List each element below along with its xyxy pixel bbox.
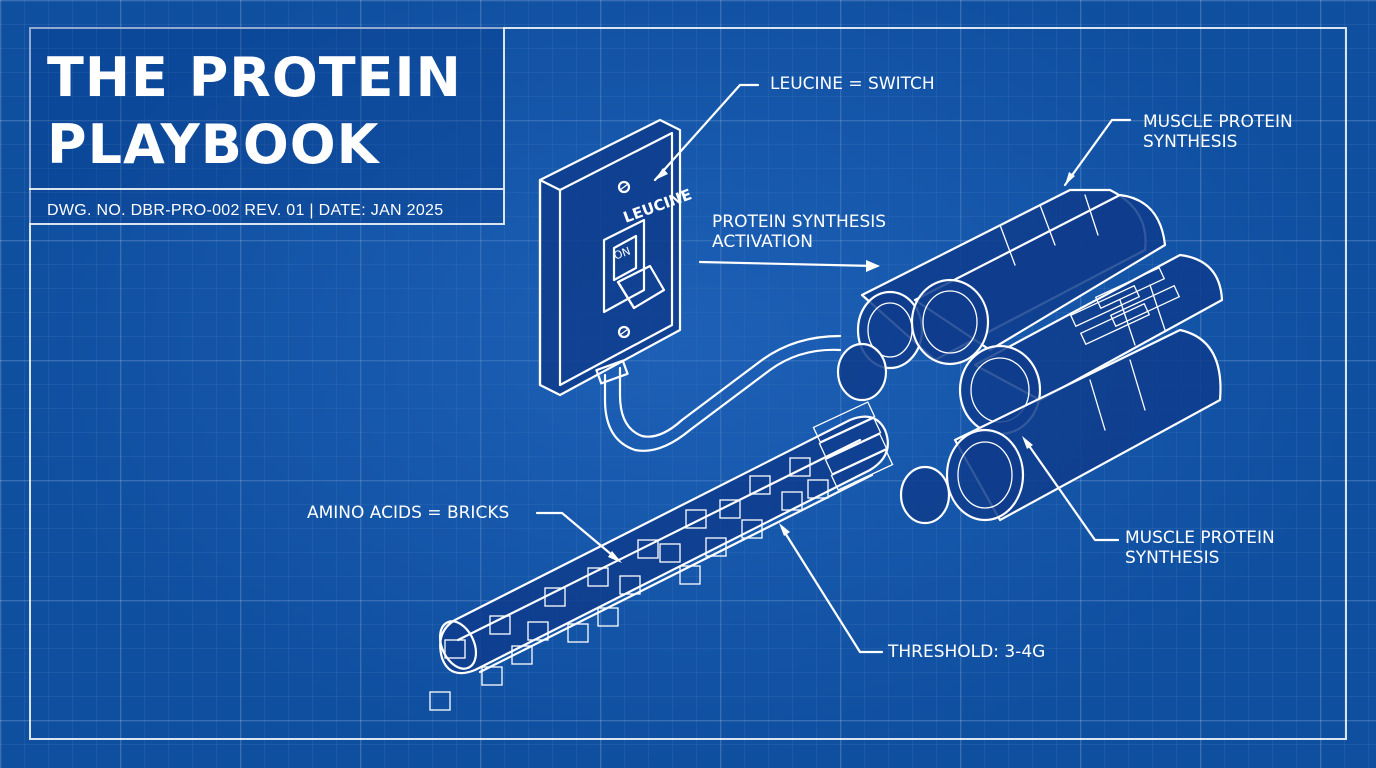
leucine-switch xyxy=(538,118,842,452)
mps-top-line-2: SYNTHESIS xyxy=(1143,131,1238,152)
title-line-1: THE PROTEIN xyxy=(47,46,462,109)
mps-bottom-line-1: MUSCLE PROTEIN xyxy=(1125,528,1275,548)
mps-bottom-line-2: SYNTHESIS xyxy=(1125,547,1220,568)
drawing-frame xyxy=(29,27,1347,740)
title-line-2: PLAYBOOK xyxy=(47,113,380,176)
activation-line-2: ACTIVATION xyxy=(712,231,813,252)
mps-top-annotation: MUSCLE PROTEIN SYNTHESIS xyxy=(1143,112,1293,152)
amino-acid-tube xyxy=(429,401,894,711)
leucine-annotation: LEUCINE = SWITCH xyxy=(770,74,935,94)
title-block: THE PROTEIN PLAYBOOK DWG. NO. DBR-PRO-00… xyxy=(29,27,505,225)
title-divider xyxy=(29,188,503,190)
mps-bottom-annotation: MUSCLE PROTEIN SYNTHESIS xyxy=(1125,528,1275,568)
threshold-annotation: THRESHOLD: 3-4G xyxy=(888,642,1046,662)
activation-line-1: PROTEIN SYNTHESIS xyxy=(712,212,887,232)
mps-top-line-1: MUSCLE PROTEIN xyxy=(1143,112,1293,132)
muscle-fibers xyxy=(836,188,1224,525)
drawing-number: DWG. NO. DBR-PRO-002 REV. 01 | DATE: JAN… xyxy=(47,202,444,219)
activation-annotation: PROTEIN SYNTHESIS ACTIVATION xyxy=(712,212,887,252)
amino-annotation: AMINO ACIDS = BRICKS xyxy=(307,503,510,523)
leader-lines xyxy=(535,83,1132,654)
